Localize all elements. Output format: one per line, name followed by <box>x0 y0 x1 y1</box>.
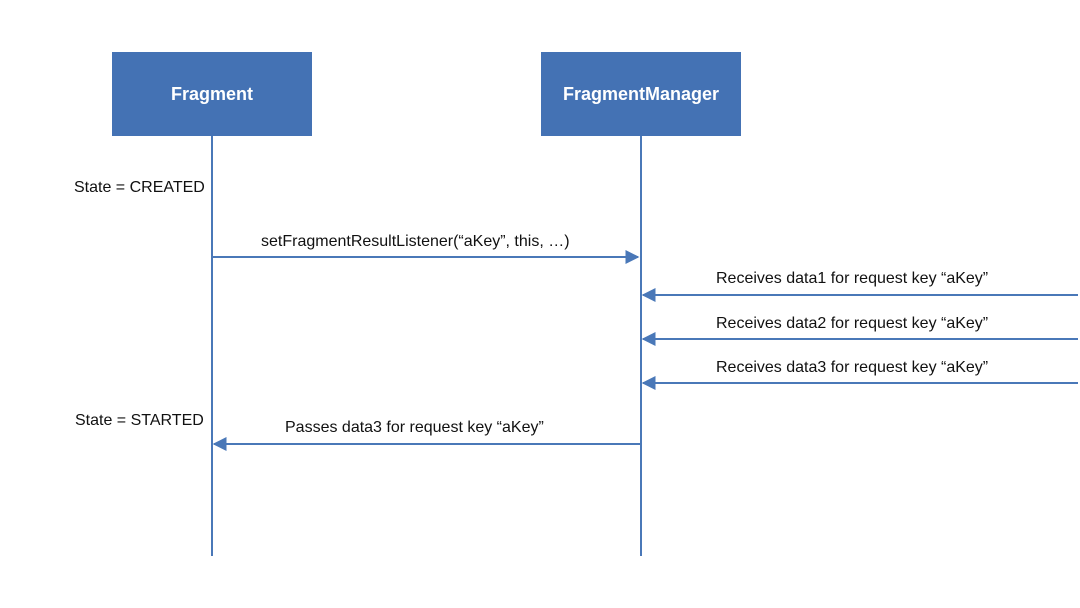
receives-data1-message-label: Receives data1 for request key “aKey” <box>716 270 989 287</box>
fragment-participant-box: Fragment <box>112 52 312 136</box>
state-created-label: State = CREATED <box>74 179 205 196</box>
fragment-participant-label: Fragment <box>170 83 253 104</box>
receives-data2-message-label: Receives data2 for request key “aKey” <box>716 315 989 332</box>
state-started-label: State = STARTED <box>75 412 204 429</box>
fragment-manager-participant-label: FragmentManager <box>562 83 720 104</box>
receives-data3-message-label: Receives data3 for request key “aKey” <box>716 359 989 376</box>
fragment-lifeline <box>211 136 213 556</box>
passes-data3-message-label: Passes data3 for request key “aKey” <box>285 419 544 436</box>
set-listener-message-label: setFragmentResultListener(“aKey”, this, … <box>261 233 570 250</box>
fragment-manager-lifeline <box>640 136 642 556</box>
fragment-manager-participant-box: FragmentManager <box>541 52 741 136</box>
